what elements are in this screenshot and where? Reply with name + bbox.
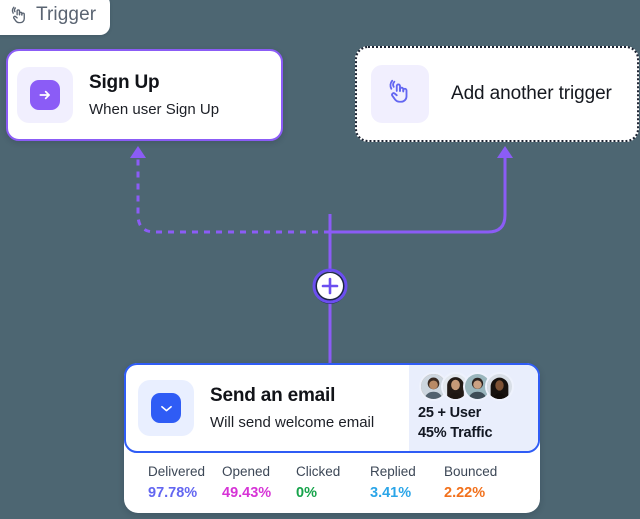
metric-label: Replied	[370, 463, 416, 479]
send-email-title: Send an email	[210, 384, 336, 406]
trigger-badge: Trigger	[0, 0, 111, 35]
metric-delivered: Delivered 97.78%	[148, 464, 222, 503]
add-trigger-icon-tile	[371, 65, 429, 123]
action-card-send-email[interactable]: Send an email Will send welcome email	[124, 363, 540, 453]
sign-up-subtitle: When user Sign Up	[89, 100, 220, 118]
trigger-badge-label: Trigger	[36, 4, 97, 25]
metric-bounced: Bounced 2.22%	[444, 464, 518, 503]
metric-value: 2.22%	[444, 484, 486, 501]
action-card-group: Send an email Will send welcome email	[124, 363, 540, 513]
audience-users: 25 + User	[418, 405, 482, 422]
metric-replied: Replied 3.41%	[370, 464, 444, 503]
metric-value: 0%	[296, 484, 317, 501]
tap-pointer-icon	[387, 79, 413, 110]
add-another-trigger-label: Add another trigger	[451, 83, 612, 104]
arrow-right-icon	[30, 80, 60, 110]
avatar	[485, 372, 514, 402]
trigger-card-sign-up[interactable]: Sign Up When user Sign Up	[6, 49, 283, 141]
audience-traffic: 45% Traffic	[418, 425, 493, 441]
hub-shadow	[314, 272, 346, 304]
wire-to-add-trigger	[330, 158, 507, 234]
metric-label: Delivered	[148, 463, 206, 479]
sign-up-icon-tile	[17, 67, 73, 123]
wire-to-add-trigger-arrowhead	[497, 146, 513, 158]
metric-clicked: Clicked 0%	[296, 464, 370, 503]
hub-fill	[317, 273, 343, 299]
wire-to-signup	[136, 158, 330, 234]
tap-pointer-icon	[10, 6, 29, 25]
metric-label: Clicked	[296, 463, 341, 479]
metric-label: Bounced	[444, 463, 498, 479]
sign-up-title: Sign Up	[89, 71, 160, 93]
metric-opened: Opened 49.43%	[222, 464, 296, 503]
metric-value: 49.43%	[222, 484, 272, 501]
hub-ring	[312, 268, 348, 304]
envelope-icon	[151, 393, 181, 423]
plus-icon[interactable]	[314, 270, 346, 302]
metric-value: 97.78%	[148, 484, 198, 501]
send-email-subtitle: Will send welcome email	[210, 413, 375, 431]
add-another-trigger-card[interactable]: Add another trigger	[355, 46, 639, 142]
wire-to-signup-arrowhead	[130, 146, 146, 158]
send-email-icon-tile	[138, 380, 194, 436]
avatar-group	[418, 372, 538, 402]
metric-label: Opened	[222, 463, 271, 479]
metric-value: 3.41%	[370, 484, 412, 501]
audience-panel: 25 + User 45% Traffic	[409, 365, 538, 451]
action-card-main: Send an email Will send welcome email	[126, 380, 409, 436]
metrics-row: Delivered 97.78% Opened 49.43% Clicked 0…	[124, 453, 540, 513]
